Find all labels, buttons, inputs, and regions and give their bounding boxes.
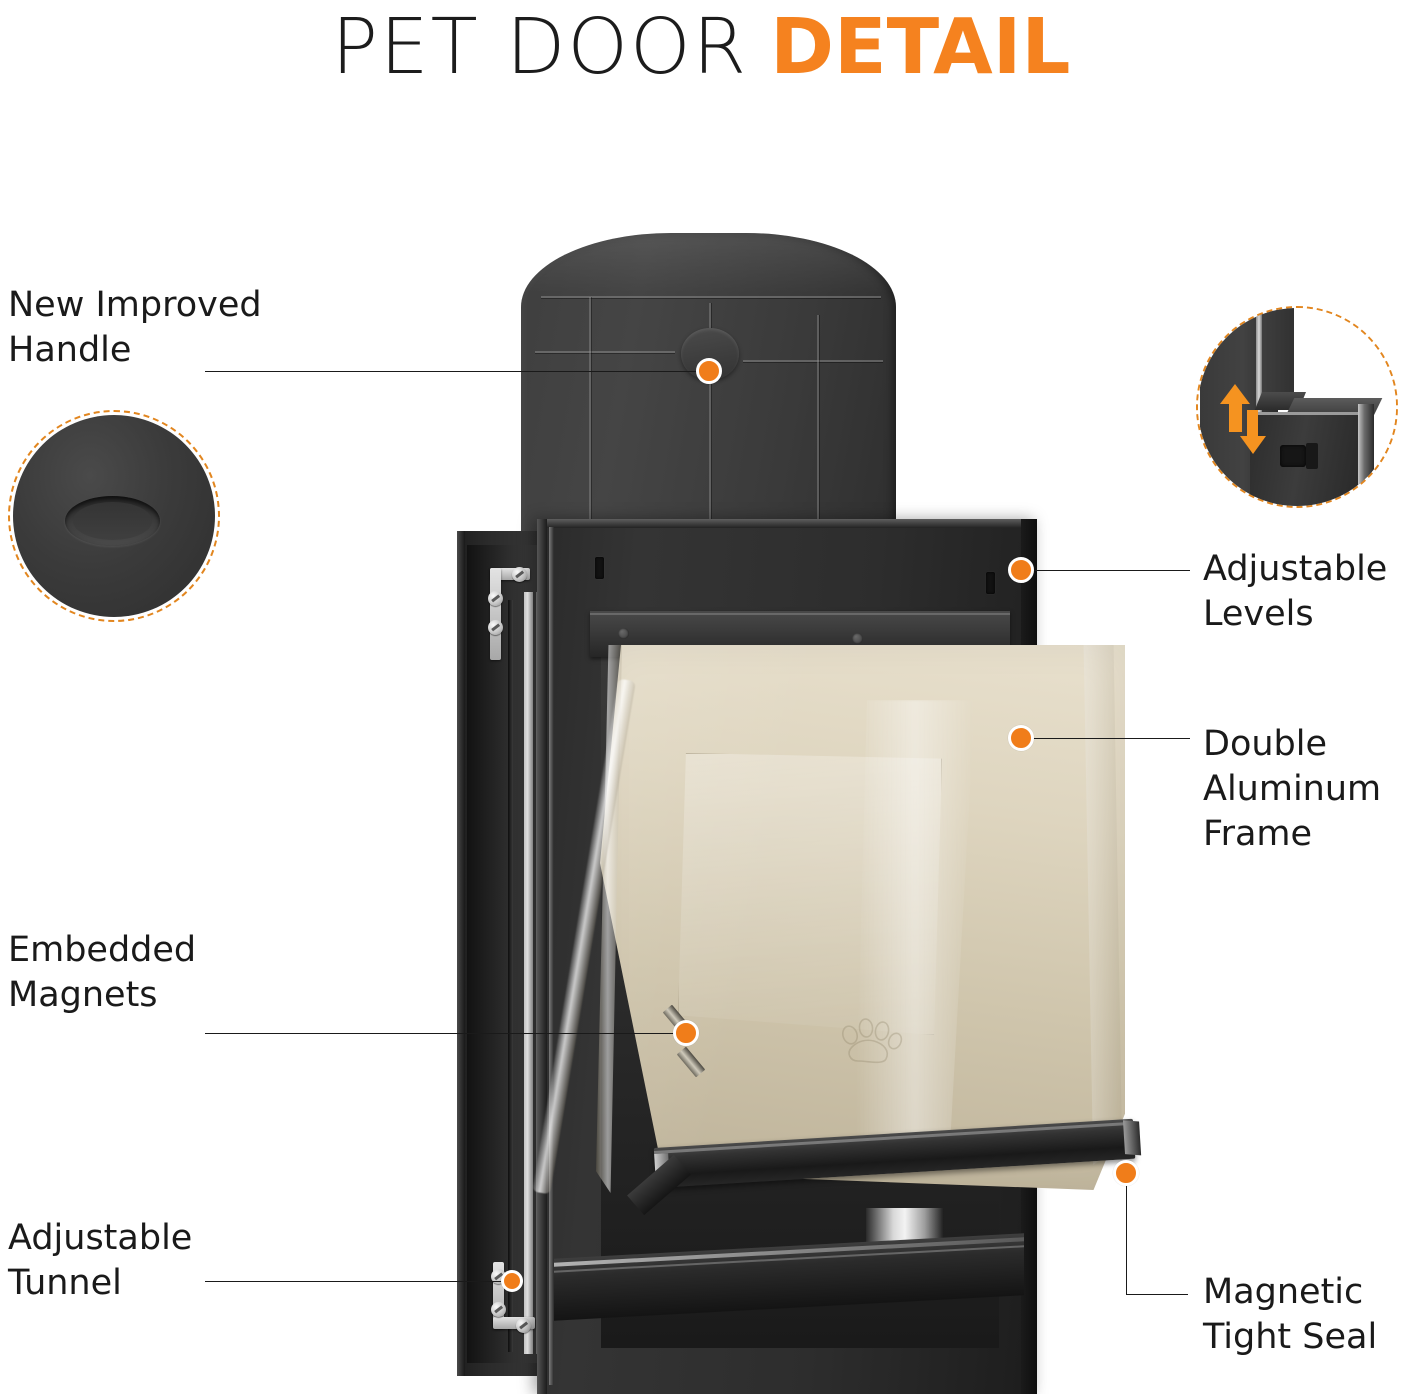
page-title: PET DOOR DETAIL [0, 0, 1402, 95]
callout-dot-magnets[interactable] [673, 1020, 699, 1046]
frame-top-bevel [537, 519, 1037, 528]
frame-left-bevel [537, 519, 547, 1394]
tunnel-bracket-top-arm [490, 568, 501, 660]
label-embedded-magnets: Embedded Magnets [8, 930, 197, 1015]
screw-icon [512, 567, 527, 582]
back-plate-edge [457, 531, 465, 1376]
flap-body [596, 645, 1130, 1205]
tunnel-rail-dark [508, 600, 513, 1352]
label-adjustable-levels: Adjustable Levels [1203, 549, 1388, 634]
screw-icon [488, 620, 503, 635]
arrow-down-icon [1240, 410, 1266, 454]
panel-groove-h2 [535, 351, 675, 353]
levels-detail-circle [1196, 306, 1398, 508]
tunnel-rail-light [524, 592, 533, 1354]
handle-detail-circle [8, 410, 220, 622]
levels-slot [1280, 445, 1306, 467]
leader-line-seal-vertical [1126, 1180, 1127, 1294]
screw-icon [618, 628, 629, 639]
arrow-up-icon [1220, 384, 1250, 432]
level-adjust-slot-left[interactable] [595, 557, 604, 579]
label-double-aluminum-frame: Double Aluminum Frame [1203, 724, 1382, 854]
title-primary: PET DOOR [331, 3, 749, 92]
leader-line-seal-horizontal [1126, 1294, 1188, 1295]
paw-logo-icon [841, 1018, 903, 1064]
screw-icon [852, 633, 863, 644]
leader-line-tunnel [205, 1281, 510, 1282]
panel-groove-v1 [589, 297, 591, 547]
callout-dot-handle[interactable] [696, 358, 722, 384]
leader-line-frame [1030, 738, 1190, 739]
callout-dot-frame[interactable] [1008, 725, 1034, 751]
door-top-panel [521, 233, 896, 548]
panel-highlight [521, 233, 896, 293]
screw-icon [491, 1302, 506, 1317]
callout-dot-seal[interactable] [1113, 1160, 1139, 1186]
screw-icon [516, 1318, 531, 1333]
label-magnetic-tight-seal: Magnetic Tight Seal [1203, 1272, 1378, 1357]
panel-groove-h1 [541, 296, 881, 298]
header-bar-highlight [590, 613, 1010, 615]
title-accent: DETAIL [770, 3, 1071, 92]
levels-bracket-side [1358, 404, 1374, 506]
flap-surface [600, 645, 1125, 1190]
levels-slot-2 [1306, 443, 1318, 469]
leader-line-magnets [205, 1033, 685, 1034]
callout-dot-levels[interactable] [1008, 557, 1034, 583]
leader-line-levels [1030, 570, 1190, 571]
levels-detail-art [1198, 308, 1396, 506]
callout-dot-tunnel[interactable] [501, 1270, 523, 1292]
levels-step [1262, 308, 1294, 397]
screw-icon [488, 591, 503, 606]
flap-window-panel [678, 753, 942, 1035]
tunnel-bracket-bottom-arm [493, 1262, 504, 1328]
pet-door-flap[interactable] [596, 645, 1140, 1235]
panel-groove-v2 [709, 303, 711, 548]
frame-left-bevel-inner [549, 527, 554, 1385]
leader-line-handle [205, 371, 705, 372]
label-new-improved-handle: New Improved Handle [8, 285, 262, 370]
panel-groove-h3 [743, 360, 883, 362]
level-adjust-slot-right[interactable] [986, 572, 995, 594]
handle-oval-inner [73, 502, 152, 540]
seal-bar-cap-right [1122, 1120, 1142, 1156]
label-adjustable-tunnel: Adjustable Tunnel [8, 1218, 193, 1303]
panel-groove-v3 [817, 315, 819, 547]
